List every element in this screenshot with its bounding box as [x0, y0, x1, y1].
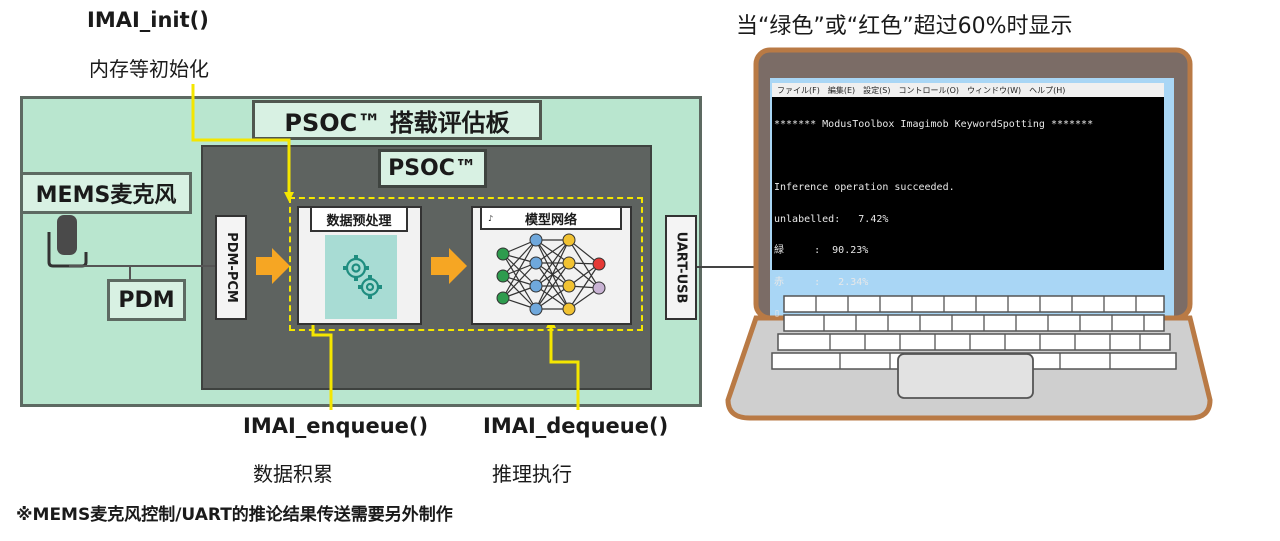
- pdm-pcm-block: PDM-PCM: [215, 215, 247, 320]
- enqueue-description: 数据积累: [253, 462, 333, 486]
- terminal-line: 緑 : 90.23%: [774, 245, 869, 256]
- arrow-to-model: [431, 248, 467, 284]
- imai-enqueue-label: IMAI_enqueue(): [243, 414, 429, 438]
- pdm-label: PDM: [107, 279, 186, 321]
- music-note-icon: ♪: [488, 213, 494, 223]
- footnote: ※MEMS麦克风控制/UART的推论结果传送需要另外制作: [16, 505, 453, 525]
- terminal-line: unlabelled: 7.42%: [774, 213, 889, 225]
- terminal-line: ******* ModusToolbox Imagimob KeywordSpo…: [774, 119, 1094, 130]
- board-title: PSOC™ 搭载评估板: [252, 100, 542, 140]
- terminal-output: ******* ModusToolbox Imagimob KeywordSpo…: [774, 99, 1093, 341]
- dequeue-description: 推理执行: [492, 462, 572, 486]
- neural-network-icon: [496, 233, 606, 316]
- gear-panel: [325, 235, 397, 319]
- terminal-line: Inference operation succeeded.: [774, 182, 955, 193]
- imai-region: [289, 197, 643, 331]
- terminal-cursor: ▯: [774, 308, 781, 319]
- imai-init-label: IMAI_init(): [87, 8, 209, 32]
- terminal-menubar: ファイル(F) 編集(E) 設定(S) コントロール(O) ウィンドウ(W) ヘ…: [772, 83, 1164, 97]
- terminal-line: [774, 152, 1093, 163]
- psoc-title: PSOC™: [378, 149, 487, 188]
- model-label: ♪ 模型网络: [480, 206, 622, 230]
- init-pointer: [191, 84, 291, 198]
- display-caption: 当“绿色”或“红色”超过60%时显示: [736, 14, 1073, 39]
- arrow-to-preprocess: [256, 248, 290, 284]
- touchpad: [897, 353, 1034, 399]
- terminal-window: ファイル(F) 編集(E) 設定(S) コントロール(O) ウィンドウ(W) ヘ…: [772, 83, 1164, 319]
- mems-mic-label: MEMS麦克风: [20, 172, 192, 214]
- init-description: 内存等初始化: [89, 57, 209, 81]
- gear-icon: [343, 255, 382, 299]
- microphone-icon: [47, 215, 88, 268]
- uart-usb-block: UART-USB: [665, 215, 697, 320]
- dequeue-pointer: [549, 323, 580, 410]
- imai-dequeue-label: IMAI_dequeue(): [483, 414, 669, 438]
- preprocess-label: 数据预处理: [310, 206, 408, 232]
- terminal-line: 赤 : 2.34%: [774, 276, 869, 288]
